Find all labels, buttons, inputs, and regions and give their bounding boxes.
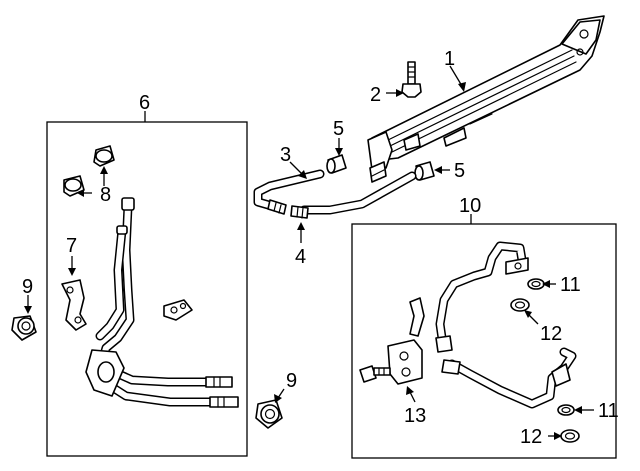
- bracket-7: [61, 279, 87, 331]
- callout-12-lower: 12: [520, 426, 542, 448]
- callout-3: 3: [280, 144, 291, 166]
- callout-9-right: 9: [286, 370, 297, 392]
- callout-6: 6: [139, 92, 150, 114]
- tube-assembly-6: [85, 197, 239, 408]
- callout-2: 2: [370, 84, 381, 106]
- seal-12-upper: [510, 298, 530, 312]
- seal-11-upper: [527, 278, 545, 290]
- bolt-2: [401, 61, 422, 98]
- callout-12-upper: 12: [540, 323, 562, 345]
- oil-cooler: [367, 15, 605, 183]
- clip-6-small: [163, 299, 193, 321]
- callout-13: 13: [404, 405, 426, 427]
- seal-12-lower: [560, 429, 580, 443]
- leaders: [24, 65, 594, 440]
- callout-11-upper: 11: [560, 274, 581, 296]
- callout-4: 4: [295, 246, 306, 268]
- tube-4: [290, 171, 417, 219]
- group-box-6: [46, 121, 248, 457]
- group-box-10: [351, 223, 617, 459]
- bracket-10: [409, 297, 425, 337]
- grommet-5b: [414, 161, 435, 181]
- cap-9-right: [255, 399, 283, 429]
- callout-5-right: 5: [454, 160, 465, 182]
- callout-5-upper: 5: [333, 118, 344, 140]
- callout-1: 1: [444, 48, 455, 70]
- seal-11-lower: [557, 404, 575, 416]
- cap-9-left: [11, 315, 37, 341]
- bolt-13: [359, 365, 391, 383]
- grommet-5a: [326, 154, 347, 174]
- tube-assembly-10: [435, 241, 577, 409]
- tube-3: [253, 169, 325, 215]
- callout-7: 7: [66, 235, 77, 257]
- callout-10: 10: [459, 195, 481, 217]
- connector-13: [387, 339, 423, 385]
- callout-9-left: 9: [22, 276, 33, 298]
- callout-11-lower: 11: [598, 400, 619, 422]
- callout-8: 8: [100, 184, 111, 206]
- clip-8-upper: [93, 145, 115, 167]
